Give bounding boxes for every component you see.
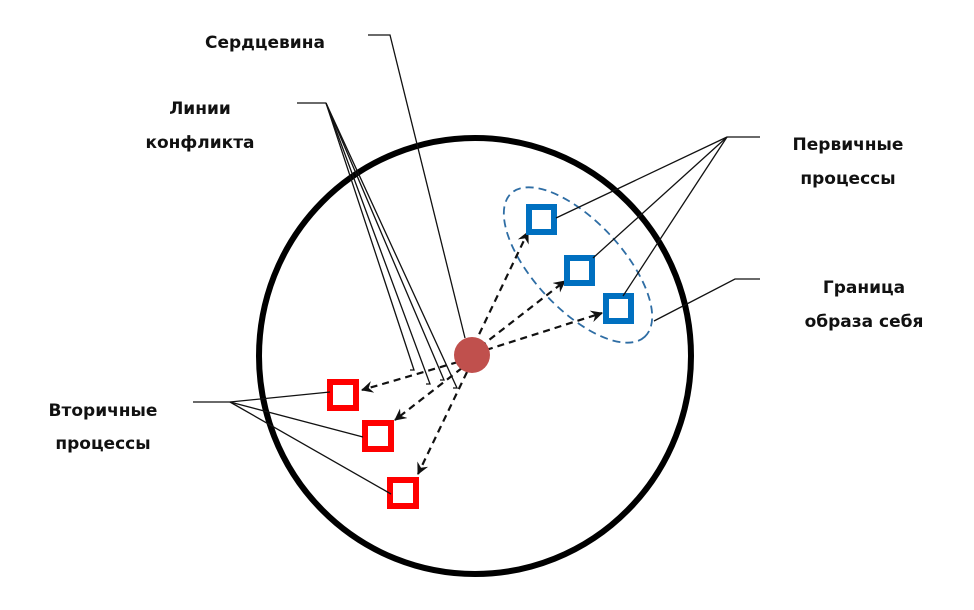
conflict-lines-label-2: конфликта: [145, 133, 254, 153]
primary-processes-label-1: Первичные: [793, 135, 904, 155]
arrow-primary-2: [479, 280, 566, 348]
primary-process-square: [603, 293, 634, 324]
primary-processes: [526, 204, 634, 324]
conflict-leader: [325, 102, 415, 371]
primary-leader: [555, 136, 728, 219]
secondary-processes-label-2: процессы: [55, 434, 150, 454]
secondary-process-square: [327, 379, 359, 411]
self-image-boundary-label-1: Граница: [823, 278, 905, 298]
process-arrows: [361, 231, 603, 475]
boundary-leader: [653, 278, 760, 322]
self-image-boundary: [502, 186, 654, 344]
secondary-processes: [327, 379, 419, 509]
self-image-boundary-label-2: образа себя: [805, 312, 924, 332]
outer-circle: [256, 135, 694, 577]
primary-process-square: [564, 255, 595, 286]
arrow-primary-3: [485, 310, 603, 352]
secondary-processes-label-1: Вторичные: [49, 401, 158, 421]
secondary-process-square: [387, 477, 419, 509]
core-leader: [368, 34, 466, 339]
arrow-secondary-1: [361, 360, 459, 393]
arrow-secondary-2: [394, 367, 463, 421]
core-label: Сердцевина: [205, 33, 325, 53]
primary-process-square: [526, 204, 557, 235]
arrow-secondary-3: [417, 371, 468, 475]
secondary-leader: [229, 391, 331, 403]
leader-lines: [193, 34, 760, 495]
conflict-lines-label-1: Линии: [169, 99, 231, 119]
core-circle: [454, 337, 490, 373]
secondary-process-square: [362, 420, 394, 452]
arrow-primary-1: [473, 231, 529, 346]
primary-processes-label-2: процессы: [800, 169, 895, 189]
